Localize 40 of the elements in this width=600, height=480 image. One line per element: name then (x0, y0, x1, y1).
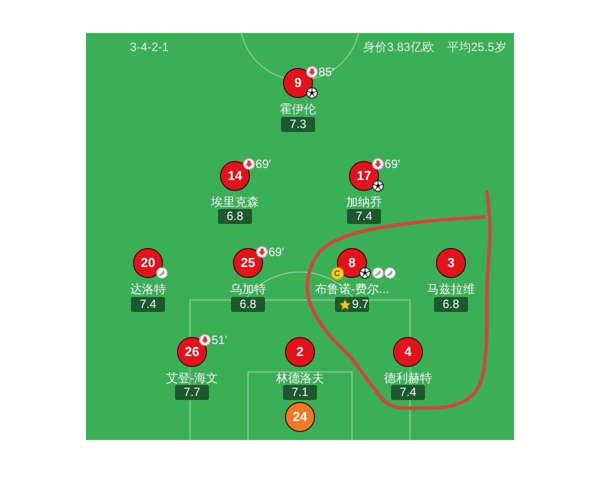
average-age-text: 平均25.5岁 (447, 40, 506, 54)
rating-box: 7.7 (175, 385, 209, 400)
rating-box (335, 297, 369, 312)
minute-text: 69' (256, 156, 272, 170)
jersey-number: 25 (240, 256, 256, 270)
minute-text: 69' (268, 244, 284, 258)
jersey-number: 26 (184, 345, 200, 359)
player-name: 埃里克森 (211, 194, 259, 208)
minute-text: 51' (212, 332, 228, 346)
player-name: 达洛特 (130, 282, 166, 296)
jersey-number: 20 (140, 256, 156, 270)
rating-box: 7.1 (283, 385, 317, 400)
player-name: 霍伊伦 (280, 102, 316, 116)
market-value-text: 身价3.83亿欧 (363, 40, 434, 54)
rating-box: 7.4 (391, 385, 425, 400)
rating-box: 6.8 (434, 297, 468, 312)
rating-value: 9.7 (352, 297, 369, 312)
player-name: 艾登-海文 (166, 370, 218, 384)
jersey-number: 4 (404, 345, 412, 359)
rating-box: 7.3 (281, 117, 315, 132)
minute-text: 69' (384, 156, 400, 170)
rating-box: 7.4 (131, 297, 165, 312)
formation-text: 3-4-2-1 (130, 40, 169, 54)
jersey-number: 9 (294, 76, 302, 90)
jersey-number: 14 (228, 169, 242, 183)
rating-box: 6.8 (231, 297, 265, 312)
jersey-number: 3 (447, 256, 455, 270)
player-name: 布鲁诺-费尔... (315, 282, 389, 296)
player-name: 德利赫特 (384, 370, 432, 384)
jersey-number: 17 (356, 169, 372, 183)
minute-text: 85' (318, 64, 334, 78)
jersey-number: 24 (292, 410, 308, 424)
jersey-number: 2 (296, 345, 304, 359)
rating-box: 6.8 (218, 209, 252, 224)
player-name: 林德洛夫 (276, 370, 324, 384)
rating-box: 7.4 (347, 209, 381, 224)
player-name: 加纳乔 (346, 194, 382, 208)
player-name: 马兹拉维 (427, 282, 475, 296)
jersey-number: 8 (348, 256, 356, 270)
player-name: 乌加特 (230, 282, 266, 296)
